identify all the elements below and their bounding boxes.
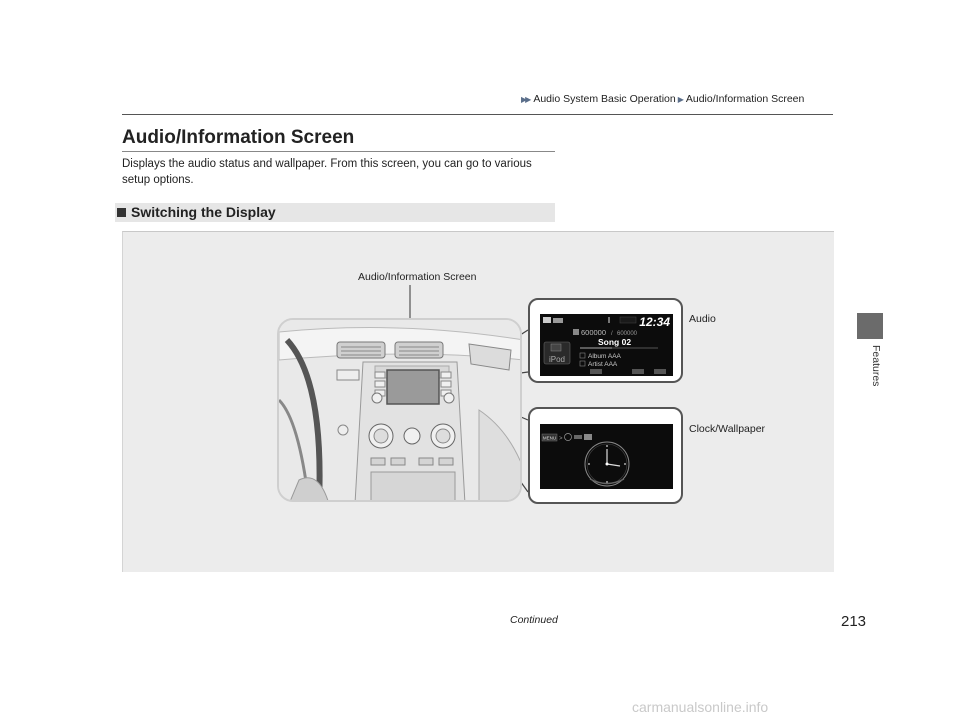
clock-screen-panel: MENU > [528, 407, 683, 504]
soft-key-3 [654, 369, 666, 374]
audio-screen-panel: 12:34 600000 / 600000 Song 02 iPod Album… [528, 298, 683, 383]
breadcrumb: ▶▶Audio System Basic Operation▶Audio/Inf… [521, 93, 804, 105]
page-number: 213 [841, 613, 867, 630]
watermark: carmanualsonline.info [632, 699, 769, 715]
phone-status-icon [543, 317, 551, 323]
clock-screen: MENU > [540, 424, 673, 489]
callout-audio: Audio [689, 313, 716, 325]
menu-button [541, 433, 558, 442]
album-icon [579, 352, 586, 359]
clock-screen-drawing: MENU > [541, 433, 630, 487]
audio-screen-drawing: 12:34 600000 / 600000 Song 02 iPod Album… [543, 315, 670, 374]
continued-label: Continued [510, 614, 558, 626]
audio-freq-total: 600000 [617, 331, 638, 337]
audio-screen: 12:34 600000 / 600000 Song 02 iPod Album… [540, 314, 673, 376]
subsection-title: Switching the Display [131, 204, 276, 220]
double-arrow-icon: ▶▶ [521, 95, 531, 104]
signal-icon [553, 318, 563, 323]
soft-key-1 [590, 369, 602, 374]
square-bullet-icon [117, 208, 126, 217]
audio-time: 12:34 [639, 315, 670, 329]
breadcrumb-section[interactable]: Audio System Basic Operation [533, 93, 676, 105]
side-tab-marker [857, 313, 883, 339]
header-rule [122, 114, 833, 115]
clock-small-icon [564, 433, 572, 441]
ipod-icon [543, 341, 571, 365]
breadcrumb-page[interactable]: Audio/Information Screen [685, 93, 805, 105]
status-icon-2 [584, 434, 592, 440]
status-icon-1 [574, 435, 582, 439]
artist-icon [579, 360, 586, 367]
analog-clock-icon [584, 441, 630, 487]
callout-audio-info-screen: Audio/Information Screen [358, 271, 477, 283]
clock-menu-label: MENU [543, 436, 556, 441]
audio-album: Album AAA [588, 353, 622, 360]
title-rule [122, 151, 555, 152]
dashboard-drawing [279, 320, 520, 500]
soft-key-2 [632, 369, 644, 374]
audio-freq-main: 600000 [581, 328, 606, 337]
audio-freq-sep: / [611, 331, 613, 337]
audio-song: Song 02 [598, 337, 631, 347]
arrow-icon: ▶ [677, 95, 684, 104]
audio-artist: Artist AAA [588, 361, 618, 368]
callout-clock-wallpaper: Clock/Wallpaper [689, 423, 766, 435]
dashboard-illustration [277, 318, 522, 502]
intro-text: Displays the audio status and wallpaper.… [122, 158, 532, 186]
svg-text:>: > [559, 436, 563, 442]
audio-source: iPod [549, 355, 565, 364]
subsection-header: Switching the Display [115, 203, 555, 222]
page-title: Audio/Information Screen [122, 127, 355, 148]
track-icon [573, 329, 579, 335]
